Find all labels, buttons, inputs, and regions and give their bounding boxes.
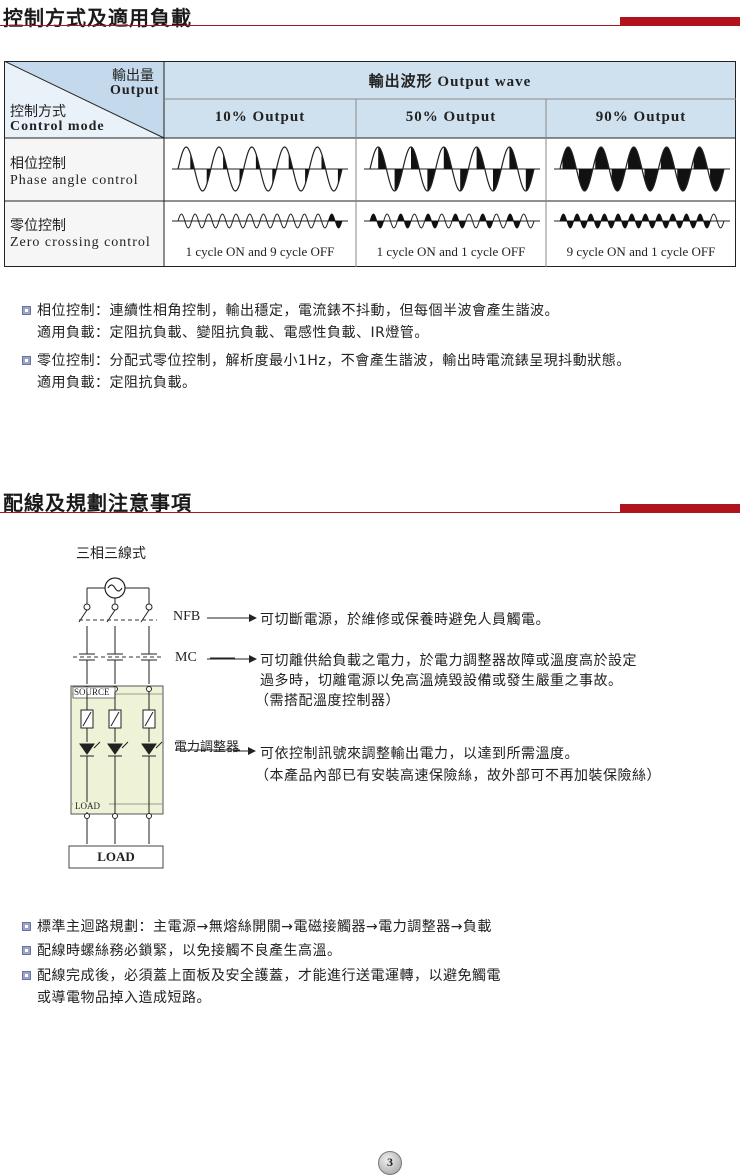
row-zero-en: Zero crossing control <box>10 235 151 250</box>
page-number-badge: 3 <box>378 1151 402 1175</box>
bullet-icon <box>22 922 31 931</box>
bullet-icon <box>22 356 31 365</box>
regulator-label: 電力調整器 <box>174 740 240 755</box>
regulator-description-line2: （本產品內部已有安裝高速保險絲，故外部可不再加裝保險絲） <box>255 768 661 784</box>
arrow-right-icon <box>234 747 256 755</box>
zero-wave-9-1 <box>554 213 730 229</box>
row-zero-cn: 零位控制 <box>10 218 66 234</box>
header-output-wave: 輸出波形 Output wave <box>368 74 532 90</box>
mc-description-line2: 過多時，切離電源以免高溫燒毀設備或發生嚴重之事故。 <box>260 673 623 689</box>
nfb-label: NFB <box>173 609 201 624</box>
zero-wave-1-9 <box>172 213 348 229</box>
note-phase-line2: 適用負載：定阻抗負載、變阻抗負載、電感性負載、IR燈管。 <box>37 325 429 341</box>
wiring-note-1: 標準主迴路規劃：主電源→無熔絲開關→電磁接觸器→電力調整器→負載 <box>37 919 492 935</box>
mc-label: MC <box>175 650 197 665</box>
zero-wave-1-1 <box>364 213 540 229</box>
wiring-note-3-line1: 配線完成後，必須蓋上面板及安全護蓋，才能進行送電運轉，以避免觸電 <box>37 968 501 984</box>
wiring-note-3-line2: 或導電物品掉入造成短路。 <box>37 990 211 1006</box>
title-accent-bar <box>620 504 740 512</box>
header-col-50: 50% Output <box>405 109 497 125</box>
load-inner-label: LOAD <box>75 801 100 811</box>
title-underline <box>0 25 740 26</box>
header-col-90: 90% Output <box>595 109 687 125</box>
corner-control-en: Control mode <box>10 119 105 134</box>
source-label: SOURCE <box>74 687 110 697</box>
regulator-description-line1: 可依控制訊號來調整輸出電力，以達到所需溫度。 <box>260 746 579 762</box>
control-mode-table: 輸出量 Output 控制方式 Control mode 輸出波形 Output… <box>4 61 736 267</box>
bullet-icon <box>22 971 31 980</box>
phase-wave-50 <box>364 146 540 192</box>
arrow-right-icon <box>207 655 257 663</box>
page-number: 3 <box>387 1155 393 1169</box>
row-phase-en: Phase angle control <box>10 173 139 188</box>
zero-label-9-1: 9 cycle ON and 1 cycle OFF <box>566 244 716 259</box>
mc-description-line1: 可切離供給負載之電力，於電力調整器故障或溫度高於設定 <box>260 653 637 669</box>
section-title-wiring: 配線及規劃注意事項 <box>3 491 192 515</box>
corner-output-en: Output <box>110 83 160 98</box>
section-title-control: 控制方式及適用負載 <box>3 6 192 30</box>
corner-control-cn: 控制方式 <box>10 104 66 120</box>
bullet-icon <box>22 306 31 315</box>
mc-description-line3: （需搭配溫度控制器） <box>255 693 400 709</box>
wiring-note-2: 配線時螺絲務必鎖緊，以免接觸不良產生高溫。 <box>37 943 342 959</box>
arrow-right-icon <box>207 614 257 622</box>
note-zero-line1: 零位控制：分配式零位控制，解析度最小1Hz，不會產生諧波，輸出時電流錶呈現抖動狀… <box>37 353 631 369</box>
title-accent-bar <box>620 17 740 25</box>
bullet-icon <box>22 946 31 955</box>
zero-label-1-9: 1 cycle ON and 9 cycle OFF <box>185 244 335 259</box>
corner-output-cn: 輸出量 <box>112 68 154 84</box>
diagram-title: 三相三線式 <box>76 546 146 562</box>
header-col-10: 10% Output <box>214 109 306 125</box>
phase-wave-90 <box>554 146 730 192</box>
zero-label-1-1: 1 cycle ON and 1 cycle OFF <box>376 244 526 259</box>
wiring-diagram <box>68 577 240 869</box>
note-zero-line2: 適用負載：定阻抗負載。 <box>37 375 197 391</box>
note-phase-line1: 相位控制：連續性相角控制，輸出穩定，電流錶不抖動，但每個半波會產生諧波。 <box>37 303 559 319</box>
phase-wave-10 <box>172 146 348 192</box>
nfb-description: 可切斷電源，於維修或保養時避免人員觸電。 <box>260 612 550 628</box>
title-underline <box>0 512 740 513</box>
load-box-label: LOAD <box>97 849 135 864</box>
table-grid <box>4 61 736 267</box>
row-phase-cn: 相位控制 <box>10 156 66 172</box>
